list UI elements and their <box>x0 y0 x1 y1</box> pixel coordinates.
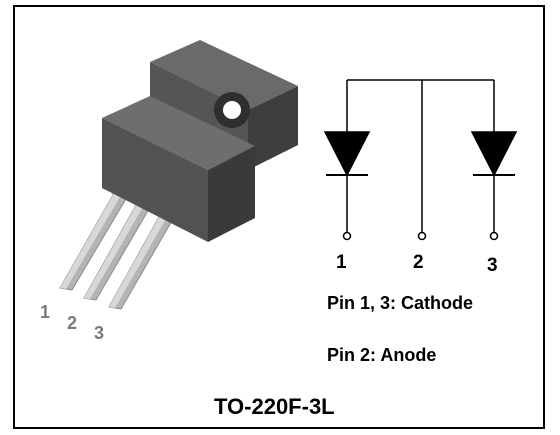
pin-terminal-3 <box>489 231 499 241</box>
package-pin-label-2: 2 <box>67 313 78 333</box>
schematic-pin-label-2: 2 <box>413 252 424 273</box>
diode-right-triangle <box>470 131 518 177</box>
diode-left-triangle <box>323 131 371 177</box>
pin-terminal-1 <box>342 231 352 241</box>
border <box>13 5 545 429</box>
pin-description-cathode: Pin 1, 3: Cathode <box>327 293 474 313</box>
to220f-package <box>59 40 298 310</box>
pin-terminal-2 <box>417 231 427 241</box>
mounting-hole-inner <box>223 101 241 119</box>
package-pin-label-1: 1 <box>40 302 51 322</box>
package-pin-label-3: 3 <box>94 323 105 343</box>
package-body <box>102 96 255 242</box>
schematic-pin-label-1: 1 <box>336 252 347 273</box>
package-title: TO-220F-3L <box>214 394 335 419</box>
schematic-pin-label-3: 3 <box>487 255 498 276</box>
diode-schematic <box>323 79 518 241</box>
pin-description-anode: Pin 2: Anode <box>327 345 437 365</box>
